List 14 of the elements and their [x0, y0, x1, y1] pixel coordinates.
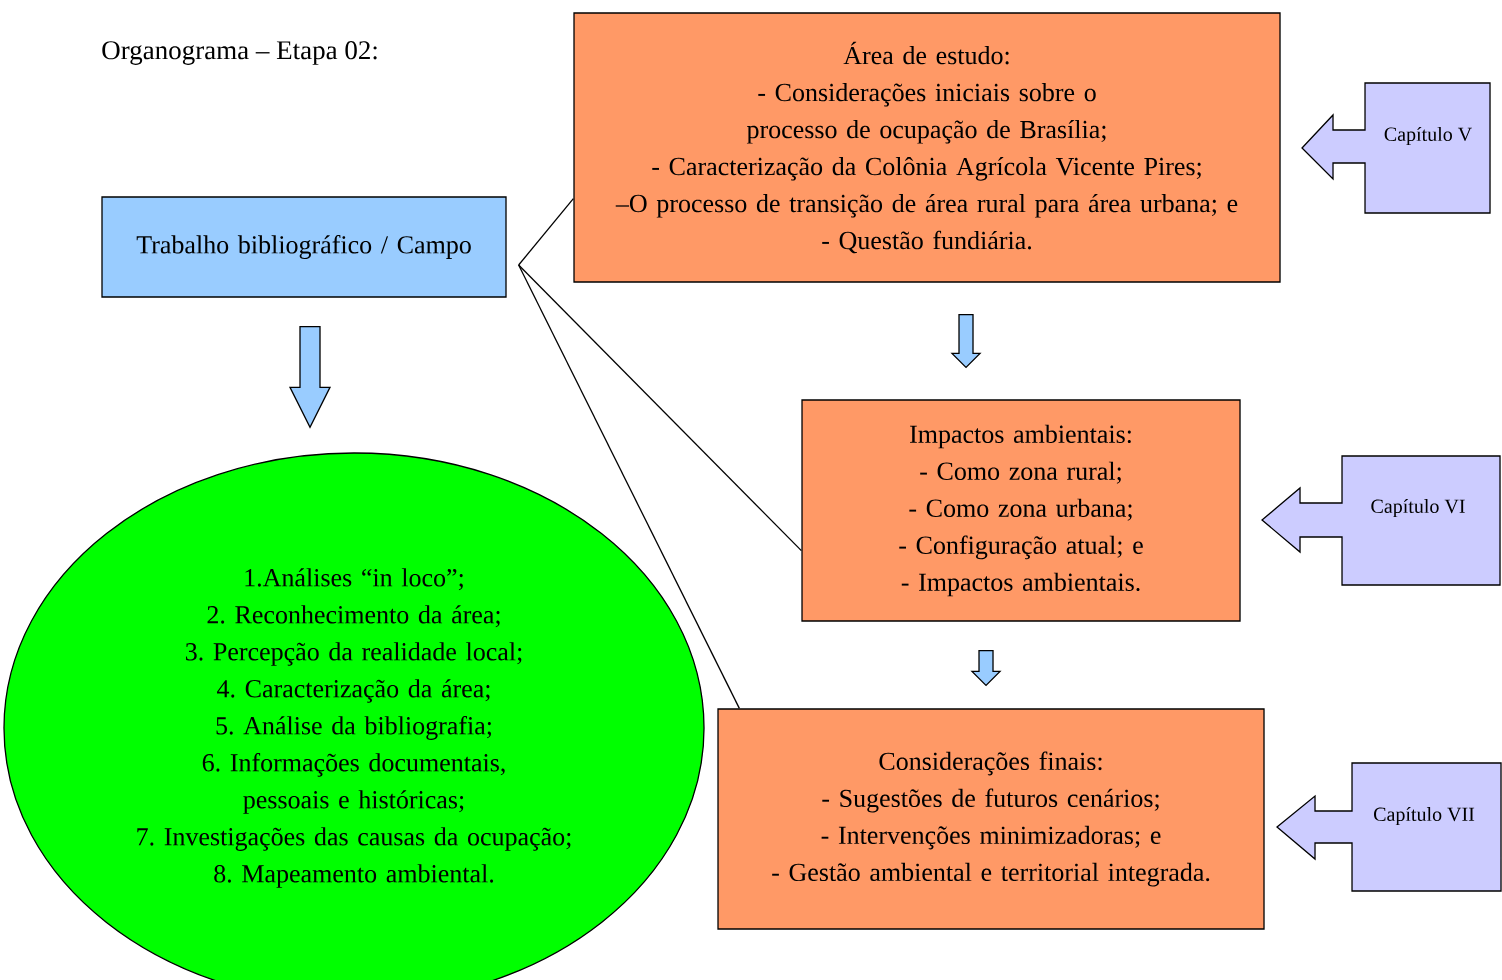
chapter-callout: Capítulo VII: [1276, 762, 1502, 892]
topic-box: Considerações finais: - Sugestões de futuros cenários; - Intervenções minimizadoras; e - Gestão ambiental e territorial integrada.: [717, 708, 1265, 930]
topic-box: Impactos ambientais: - Como zona rural; - Como zona urbana; - Configuração atual; e - Impactos ambientais.: [801, 399, 1241, 622]
block-arrow: [970, 650, 1002, 687]
connector-line: [518, 264, 740, 709]
block-arrow: [288, 326, 332, 429]
title: Organograma – Etapa 02:: [102, 41, 377, 65]
topic-box: Área de estudo: - Considerações iniciais sobre o processo de ocupação de Brasília; - Caracterização da Colônia Agrícola Vicente Pires; –O processo de transição de área rural para área urbana; e - Questão fundiária.: [573, 12, 1281, 283]
connector-line: [518, 264, 802, 552]
chapter-callout: Capítulo V: [1301, 82, 1491, 214]
chapter-callout: Capítulo VI: [1261, 455, 1501, 586]
block-arrow: [950, 314, 982, 369]
connector-line: [518, 198, 574, 266]
process-box: Trabalho bibliográfico / Campo: [101, 196, 507, 298]
